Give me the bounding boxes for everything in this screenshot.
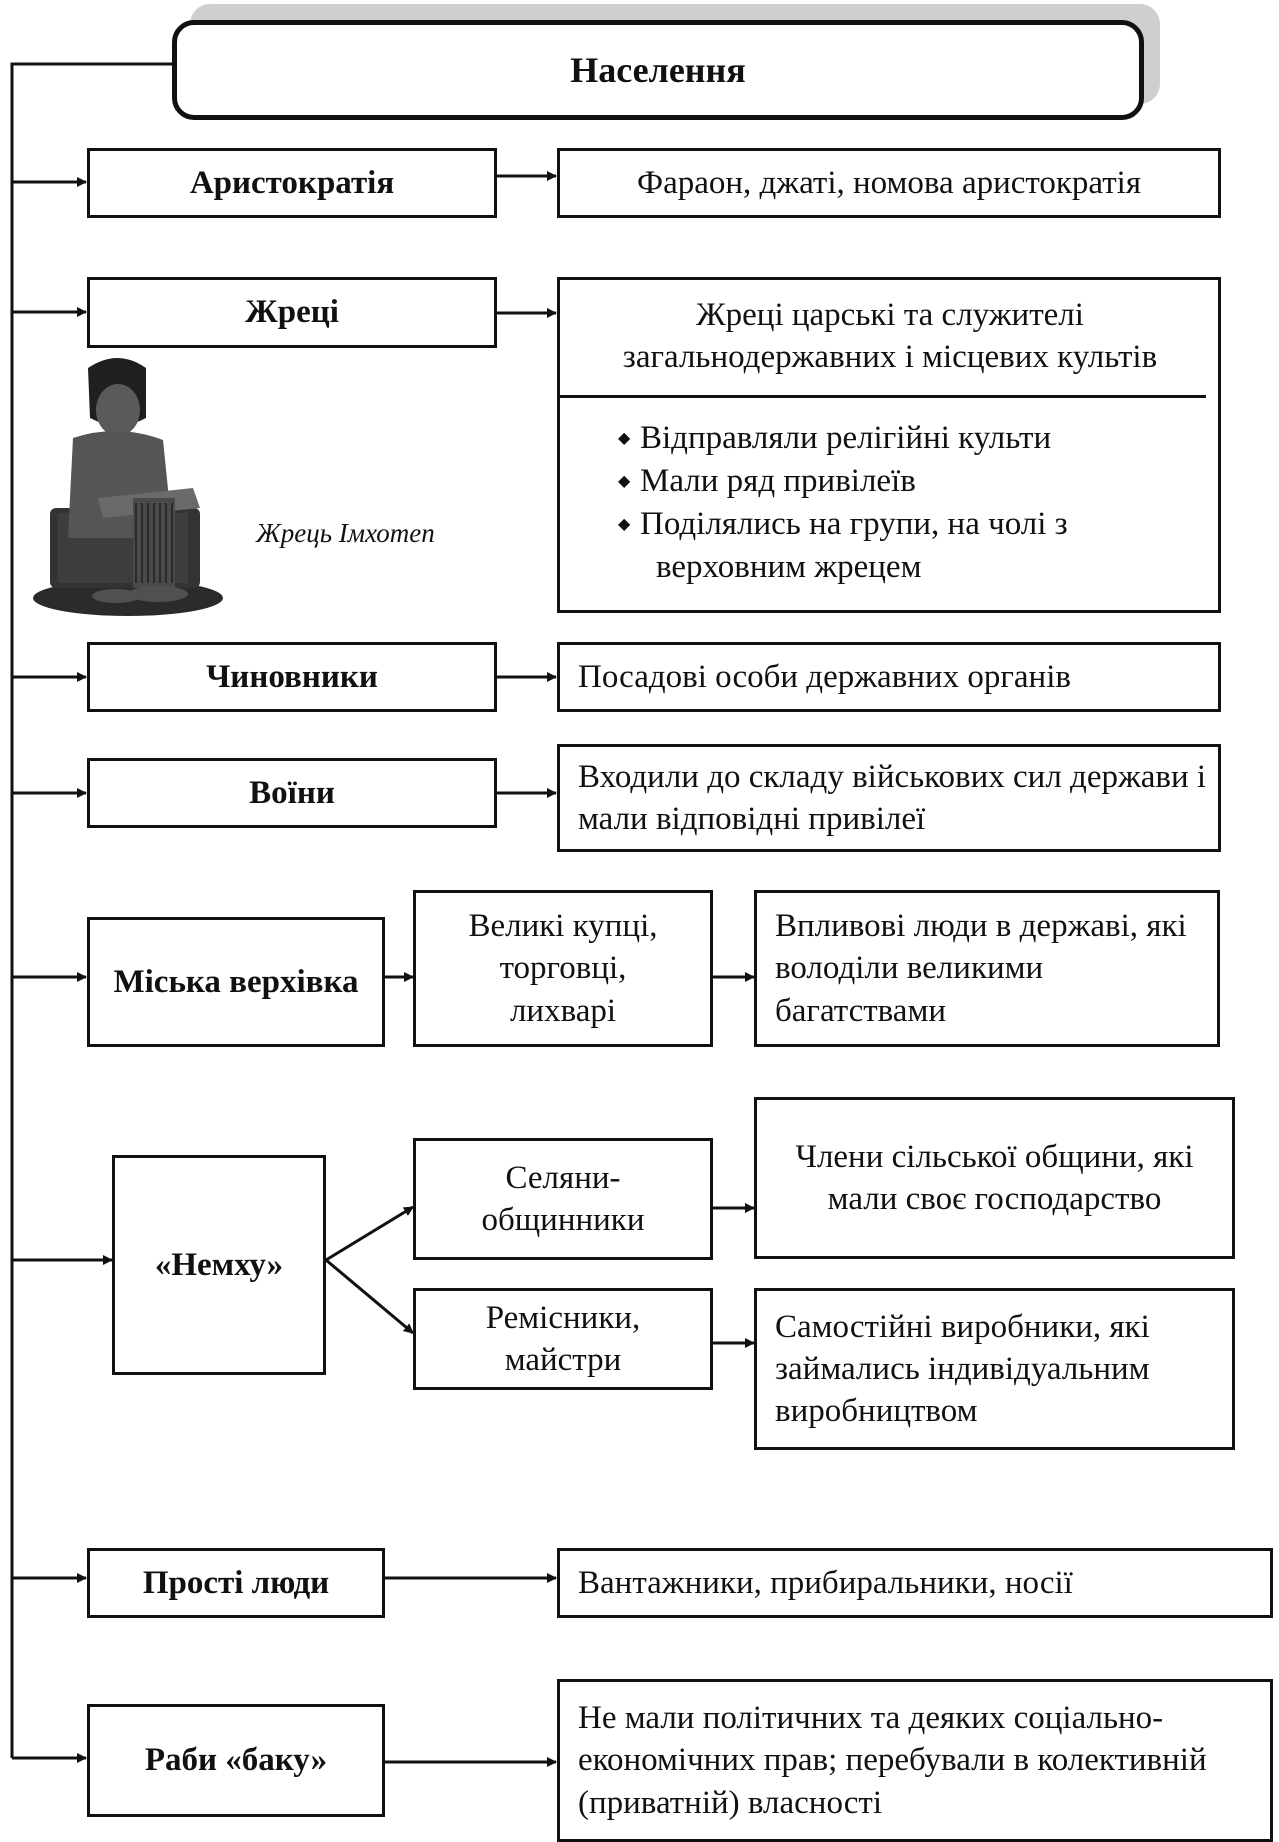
nemkhu-box: «Немху» <box>112 1155 326 1375</box>
commoners-box: Прості люди <box>87 1548 385 1618</box>
urban-elite-members: Великі купці, торговці, лихварі <box>413 890 713 1047</box>
arrow-nemkhu-artisans <box>325 1258 414 1335</box>
artisans-desc: Самостійні виробники, які займались інди… <box>754 1288 1235 1450</box>
warriors-desc: Входили до складу військових сил держави… <box>557 744 1221 852</box>
imhotep-statue-image <box>33 358 223 616</box>
warriors-box: Воїни <box>87 758 497 828</box>
urban-elite-box: Міська верхівка <box>87 917 385 1047</box>
spine-line <box>10 62 172 1758</box>
priests-bullet-list: Відправляли релігійні культи Мали ряд пр… <box>618 417 1068 589</box>
officials-desc: Посадові особи державних органів <box>557 642 1221 712</box>
artisans-box: Ремісники, майстри <box>413 1288 713 1390</box>
peasants-box: Селяни-общинники <box>413 1138 713 1260</box>
slaves-desc: Не мали політичних та деяких соціально-е… <box>557 1679 1273 1842</box>
aristocracy-box: Аристократія <box>87 148 497 218</box>
commoners-desc: Вантажники, прибиральники, носії <box>557 1548 1273 1618</box>
list-item: верховним жрецем <box>656 549 922 585</box>
officials-box: Чиновники <box>87 642 497 712</box>
list-item: Мали ряд привілеїв <box>618 460 1068 503</box>
statue-caption: Жрець Імхотеп <box>256 518 435 548</box>
list-item: Відправляли релігійні культи <box>618 417 1068 460</box>
arrow-nemkhu-peasants <box>325 1205 414 1262</box>
aristocracy-desc: Фараон, джаті, номова аристократія <box>557 148 1221 218</box>
slaves-box: Раби «баку» <box>87 1704 385 1817</box>
priests-desc: Жреці царські та служителі загальнодержа… <box>622 296 1158 375</box>
priests-divider <box>558 395 1206 398</box>
priests-box: Жреці <box>87 277 497 348</box>
diagram-title: Населення <box>172 20 1144 120</box>
urban-elite-desc: Впливові люди в державі, які володіли ве… <box>754 890 1220 1047</box>
peasants-desc: Члени сільської общини, які мали своє го… <box>754 1097 1235 1259</box>
list-item: Поділялись на групи, на чолі з <box>618 503 1068 546</box>
